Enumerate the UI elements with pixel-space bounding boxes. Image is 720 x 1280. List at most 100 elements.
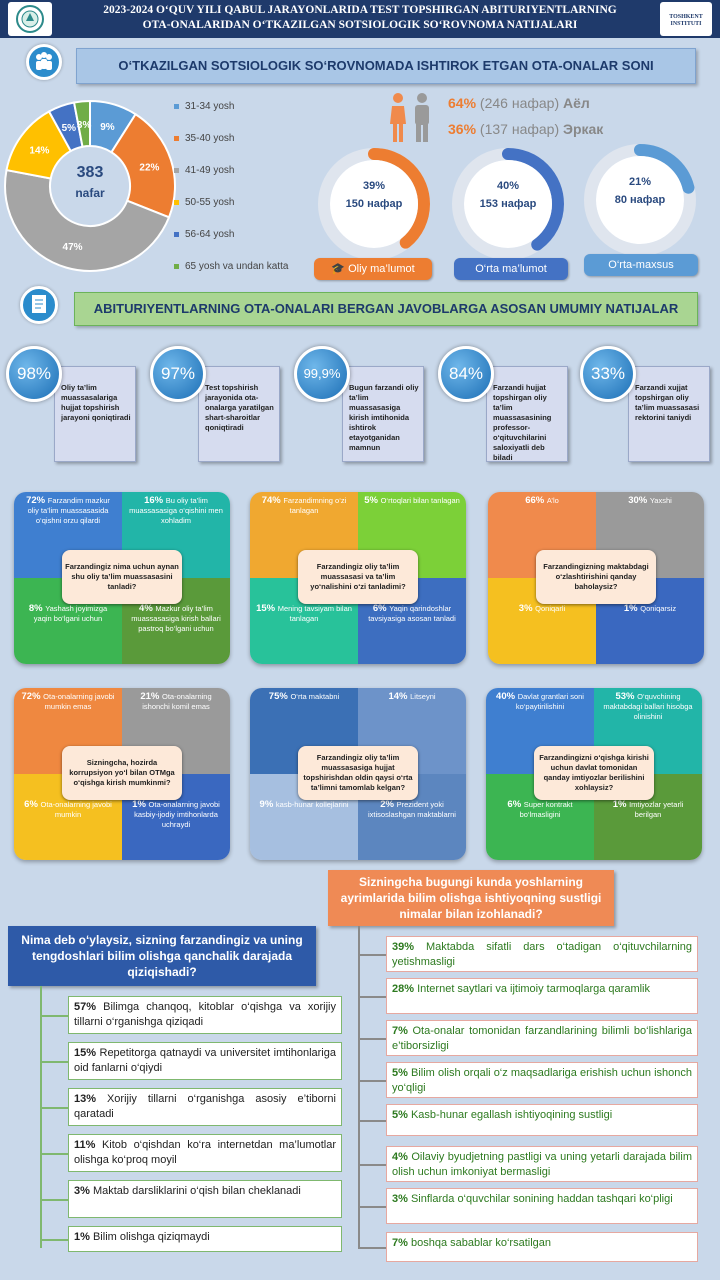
header-line2: OTA-ONALARIDAN O‘TKAZILGAN SOTSIOLOGIK S… (142, 19, 578, 31)
quad-cell-text: Super kontrakt bo‘lmasligini (519, 800, 573, 819)
quad-cell-percent: 1% (132, 799, 149, 810)
connector-tick (40, 1239, 68, 1241)
education-ring (318, 148, 430, 260)
age-legend: 31-34 yosh 35-40 yosh 41-49 yosh 50-55 yosh… (174, 98, 314, 290)
left-logo (8, 2, 52, 36)
stat-value: 98% (6, 346, 62, 402)
quad-question: Farzandingiz oliy ta’lim muassasasi va t… (298, 550, 418, 604)
quad-cell-text: O‘quvchining maktabdagi ballari hisobga … (603, 692, 693, 721)
quad-chart: 40% Davlat grantlari soni ko‘paytirilish… (486, 688, 702, 860)
right-answer: 4% Oilaviy byudjetning pastligi va uning… (386, 1146, 698, 1182)
left-answer: 11% Kitob o‘qishdan ko‘ra internetdan ma… (68, 1134, 342, 1172)
connector-tick (40, 1015, 68, 1017)
right-answer: 28% Internet saytlari va ijtimoiy tarmoq… (386, 978, 698, 1014)
connector-tick (358, 1247, 386, 1249)
legend-item: 41-49 yosh (174, 162, 314, 194)
pill-orta: O‘rta ma’lumot (454, 258, 568, 280)
answer-percent: 39% (392, 941, 426, 953)
stat-value: 33% (580, 346, 636, 402)
education-ring (584, 144, 696, 256)
connector-tick (40, 1199, 68, 1201)
right-answer: 39% Maktabda sifatli dars o‘tadigan o‘qi… (386, 936, 698, 972)
section2-title: ABITURIYENTLARNING OTA-ONALARI BERGAN JA… (74, 292, 698, 326)
answer-percent: 5% (392, 1109, 411, 1121)
stat-card: Bugun farzandi oliy ta’lim muassasasiga … (294, 346, 424, 466)
quad-cell-text: Ota-onalarning javobi mumkin emas (43, 692, 115, 711)
pie-slice-label: 47% (63, 242, 83, 253)
ring-center (330, 160, 418, 248)
quad-cell-text: Bu oliy ta’lim muassasasiga o‘qishini me… (129, 496, 223, 525)
right-answer: 7% Ota-onalar tomonidan farzandlarining … (386, 1020, 698, 1056)
header-line1: 2023-2024 O‘QUV YILI QABUL JARAYONLARIDA… (103, 4, 617, 16)
legend-label: 41-49 yosh (185, 165, 235, 176)
quad-cell-text: O‘rtoqlari bilan tanlagan (380, 496, 460, 505)
answer-percent: 7% (392, 1025, 413, 1037)
quad-cell-text: Ota-onalarning javobi mumkin (40, 800, 112, 819)
left-question: Nima deb o‘ylaysiz, sizning farzandingiz… (8, 926, 316, 986)
ring-arc (452, 148, 564, 260)
quad-cell-text: kasb-hunar kollejlarini (275, 800, 349, 809)
connector-tick (40, 1061, 68, 1063)
quad-cell-text: Yashash joyimizga yaqin bo‘lgani uchun (33, 604, 108, 623)
quad-cell-percent: 74% (261, 495, 284, 506)
ring-center (596, 156, 684, 244)
quad-cell-percent: 1% (623, 603, 641, 614)
right-logo: TOSHKENT INSTITUTI (660, 2, 712, 36)
ring-center (464, 160, 552, 248)
quad-cell-percent: 1% (612, 799, 630, 810)
pie-slice-label: 22% (139, 163, 159, 174)
connector-tick (358, 1120, 386, 1122)
quad-cell-percent: 21% (140, 691, 163, 702)
quad-cell-text: Farzandim mazkur oliy ta’lim muassasasid… (27, 496, 110, 525)
stat-text: Oliy ta’lim muassasalariga hujjat topshi… (54, 366, 136, 462)
ring-count: 150 нафар (345, 198, 403, 210)
answer-text: Kitob o‘qishdan ko‘ra internetdan ma’lum… (74, 1139, 337, 1166)
answer-text: Ota-onalar tomonidan farzandlarining bil… (392, 1025, 692, 1052)
answer-text: Bilim olish orqali o‘z maqsadlariga eris… (392, 1067, 692, 1094)
answer-text: boshqa sabablar ko‘rsatilgan (410, 1237, 552, 1249)
connector-tick (40, 1107, 68, 1109)
quad-cell-percent: 30% (628, 495, 650, 506)
stat-card: Oliy ta’lim muassasalariga hujjat topshi… (6, 346, 136, 466)
connector-tick (358, 954, 386, 956)
pie-slice-label: 14% (29, 145, 49, 156)
gender-male: 36% (137 нафар) Эркак (448, 121, 604, 137)
right-question: Sizningcha bugungi kunda yoshlarning ayr… (328, 870, 614, 926)
pie-center-value: 383 (76, 164, 104, 181)
stat-card: Farzandi hujjat topshirgan oliy ta’lim m… (438, 346, 568, 466)
answer-text: Kasb-hunar egallash ishtiyoqining sustli… (410, 1109, 613, 1121)
quad-cell-percent: 15% (256, 603, 278, 614)
stat-value: 97% (150, 346, 206, 402)
quad-cell-percent: 72% (21, 691, 44, 702)
ring-percent: 21% (628, 176, 652, 188)
stat-text: Farzandi hujjat topshirgan oliy ta’lim m… (486, 366, 568, 462)
answer-percent: 13% (74, 1093, 107, 1105)
legend-item: 56-64 yosh (174, 226, 314, 258)
quad-cell-percent: 53% (615, 691, 638, 702)
legend-label: 50-55 yosh (185, 197, 235, 208)
legend-item: 31-34 yosh (174, 98, 314, 130)
quad-cell-text: Prezident yoki ixtisoslashgan maktablarn… (368, 800, 456, 819)
quad-cell-text: Mazkur oliy ta’lim muassasasiga kirish b… (131, 604, 221, 633)
gender-icon (382, 90, 438, 146)
pie-slice (110, 112, 176, 219)
pill-orta-maxsus: O‘rta-maxsus (584, 254, 698, 276)
legend-label: 65 yosh va undan katta (185, 261, 289, 272)
left-answer: 3% Maktab darsliklarini o‘qish bilan che… (68, 1180, 342, 1218)
quad-cell-percent: 6% (507, 799, 524, 810)
answer-percent: 3% (74, 1185, 93, 1197)
answer-percent: 15% (74, 1047, 100, 1059)
education-ring (452, 148, 564, 260)
right-connector (358, 926, 360, 1248)
legend-item: 50-55 yosh (174, 194, 314, 226)
connector-tick (358, 996, 386, 998)
legend-label: 35-40 yosh (185, 133, 235, 144)
quad-cell-percent: 6% (372, 603, 390, 614)
quad-cell-text: Qoniqarsiz (640, 604, 677, 613)
stat-card: Farzandi xujjat topshirgan oliy ta’lim m… (580, 346, 710, 466)
connector-tick (358, 1038, 386, 1040)
ring-percent: 40% (496, 180, 520, 192)
answer-percent: 3% (392, 1193, 411, 1205)
age-pie-chart: 9%22%47%14%5%3% (4, 99, 176, 272)
ring-count: 80 нафар (614, 194, 666, 206)
